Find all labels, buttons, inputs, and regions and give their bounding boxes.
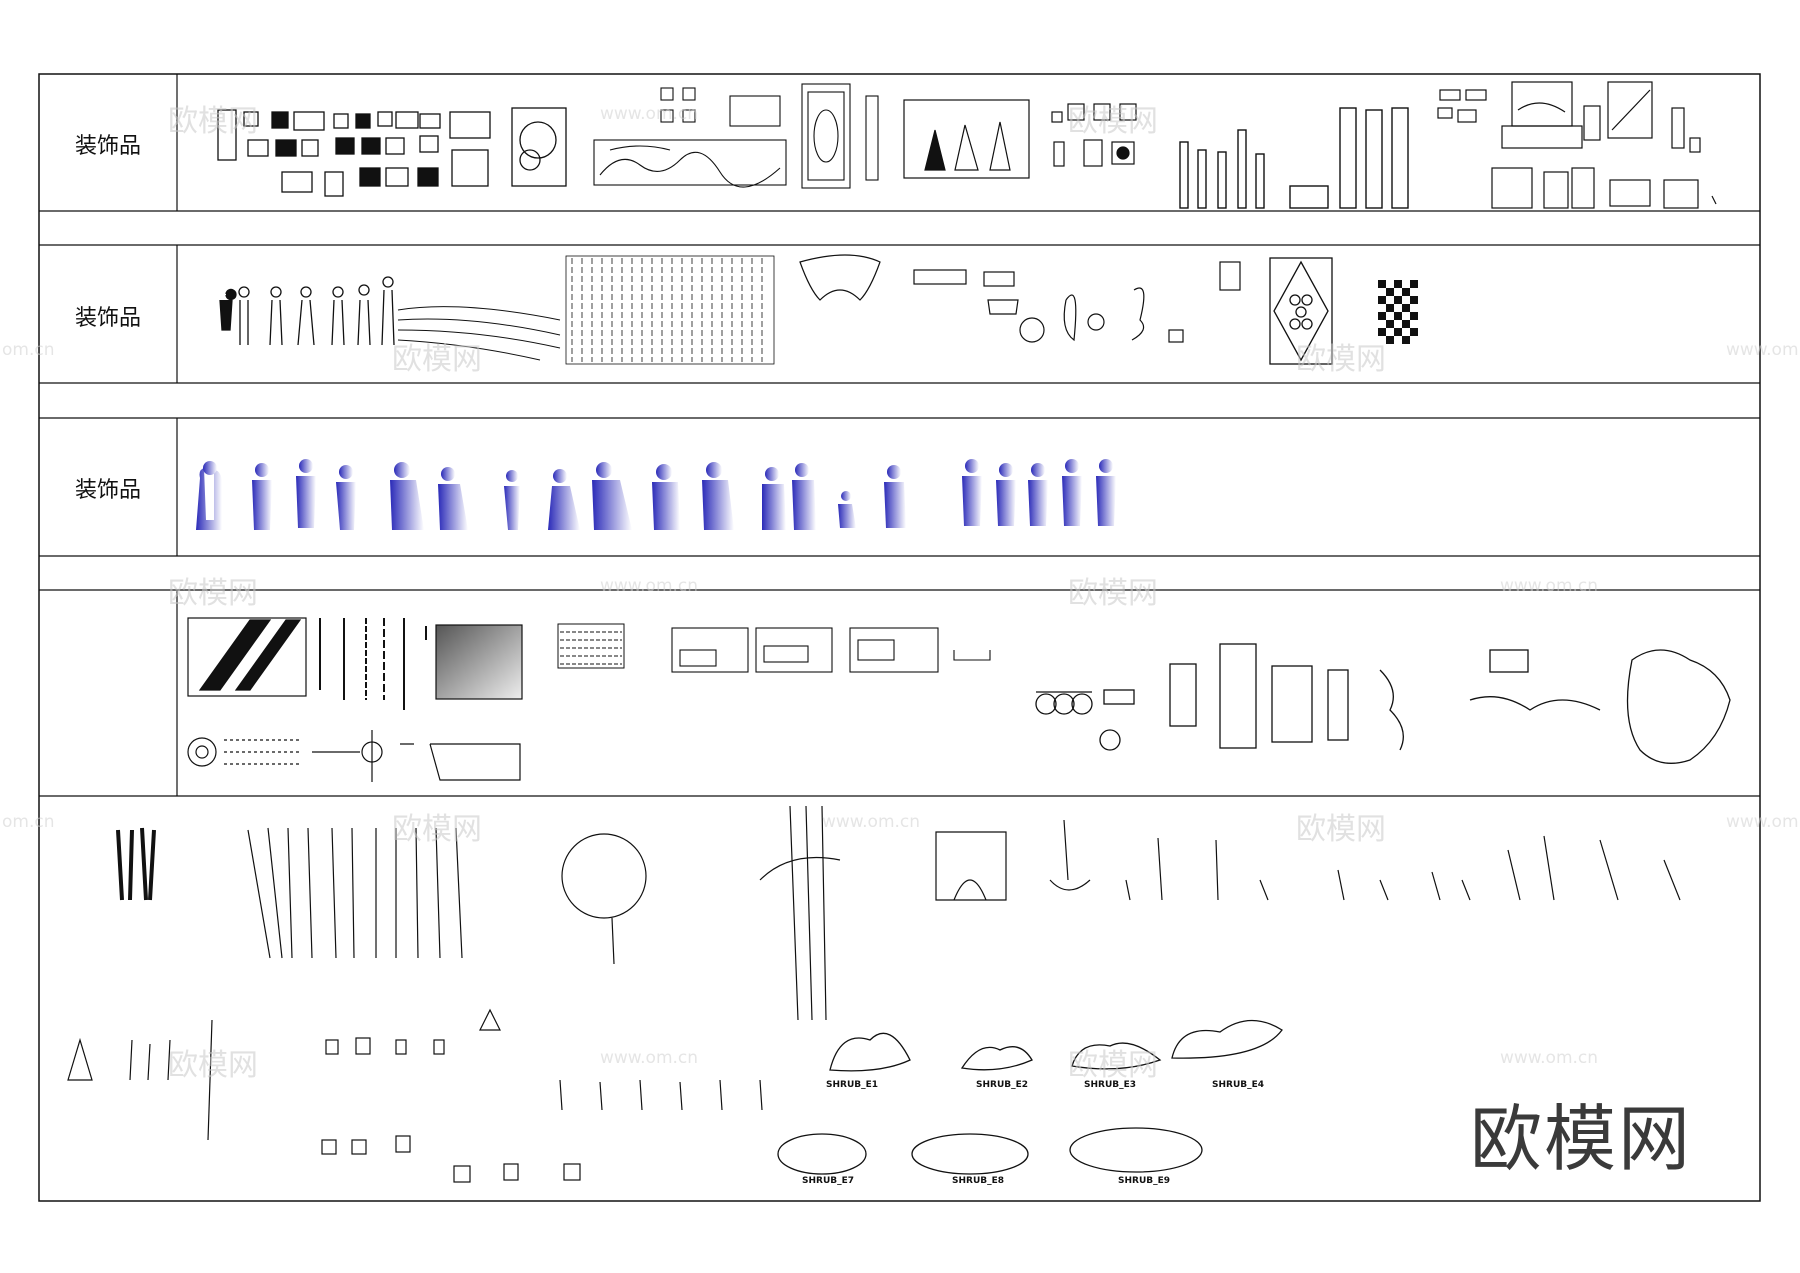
watermark-logo: 欧模网	[392, 812, 482, 847]
watermark-url: om.cn	[2, 812, 55, 832]
glass-panel	[435, 624, 523, 700]
shrub-label: SHRUB_E1	[826, 1080, 879, 1090]
watermark-logo: 欧模网	[1068, 1048, 1158, 1083]
hardware-details	[187, 730, 521, 782]
watermark-url: www.om.cn	[822, 812, 921, 832]
wood-texture-panel	[557, 623, 625, 669]
shrub-label: SHRUB_E4	[1212, 1080, 1265, 1090]
watermark-logo: 欧模网	[1068, 576, 1158, 611]
watermark-url: www.om.cn	[1726, 340, 1800, 360]
reed-texture	[565, 255, 775, 365]
watermark-logo: 欧模网	[392, 342, 482, 377]
watermark-logo: 欧模网	[168, 104, 258, 139]
watermark-url: www.om.cn	[1500, 1048, 1599, 1068]
tv-cabinet	[1437, 81, 1717, 209]
ornament-carvings	[1035, 643, 1731, 764]
watermark-logo: 欧模网	[1296, 812, 1386, 847]
section-label: 装饰品	[74, 478, 141, 503]
sculpture-group	[799, 254, 1241, 343]
figures-painting	[903, 99, 1137, 179]
watermark-url: www.om.cn	[1726, 812, 1800, 832]
section-label: 装饰品	[74, 306, 141, 331]
watermark-logo: 欧模网	[168, 1048, 258, 1083]
watermark-logo: 欧模网	[1296, 342, 1386, 377]
curtain-panel	[187, 617, 307, 697]
brand-logo-text: 欧模网	[1470, 1097, 1693, 1181]
watermark-logo: 欧模网	[1068, 104, 1158, 139]
section-label: 装饰品	[74, 134, 141, 159]
people-outline-group	[219, 276, 395, 346]
palms-and-pots	[67, 1008, 763, 1183]
watermark-url: www.om.cn	[600, 1048, 699, 1068]
shrub-label: SHRUB_E7	[802, 1176, 855, 1186]
watermark-url: www.om.cn	[600, 104, 699, 124]
rod-elements	[319, 618, 427, 710]
diamond-panel	[1269, 257, 1333, 365]
checker-pattern	[1378, 280, 1418, 344]
outer-border	[38, 73, 1761, 1202]
shrub-label: SHRUB_E2	[976, 1080, 1029, 1090]
people-silhouettes	[196, 459, 1116, 530]
watermark-logo: 欧模网	[168, 576, 258, 611]
plant-elements	[116, 805, 1681, 1021]
watermark-url: www.om.cn	[1500, 576, 1599, 596]
shrub-label: SHRUB_E8	[952, 1176, 1005, 1186]
shrub-outlines	[777, 1019, 1283, 1175]
columns-group	[1179, 107, 1409, 209]
furniture-elevations	[671, 627, 991, 673]
shrub-label: SHRUB_E9	[1118, 1176, 1171, 1186]
watermark-url: www.om.cn	[600, 576, 699, 596]
landscape-painting	[593, 83, 879, 189]
picture-frames-cluster	[217, 107, 567, 197]
shrub-label: SHRUB_E3	[1084, 1080, 1137, 1090]
watermark-url: om.cn	[2, 340, 55, 360]
grass-strokes	[397, 306, 561, 361]
